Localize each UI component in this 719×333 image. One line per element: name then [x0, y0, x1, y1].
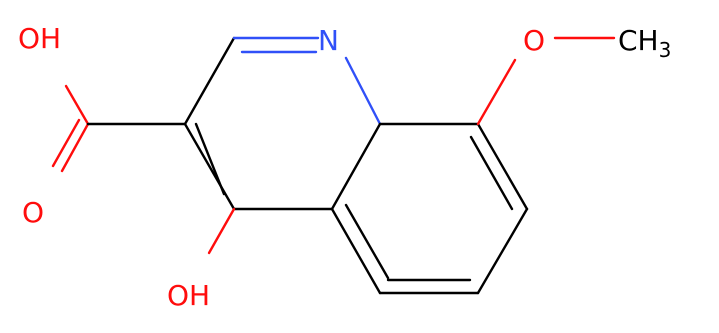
bond-c-o-double-1 [60, 122, 90, 173]
bond-c3-c2 [183, 36, 236, 126]
bond-c8a-c4a [330, 122, 382, 211]
methyl-subscript: 3 [659, 38, 672, 62]
carbonyl-o-label: O [22, 196, 44, 229]
bond-c8-c7-inner [469, 135, 514, 211]
bond-c8-o [476, 58, 517, 126]
bond-c7-c6 [476, 207, 529, 295]
ring-n-label: N [318, 24, 339, 57]
bond-c4-c3 [183, 122, 236, 211]
bond-n-c8a [344, 56, 382, 126]
methyl-label: CH3 [618, 24, 671, 62]
bond-c5-c4a-inner [344, 203, 390, 280]
methoxy-o-label: O [523, 24, 545, 57]
hydroxy-oh-label: OH [167, 279, 210, 312]
bond-c-oh [64, 84, 90, 126]
carboxyl-oh-label: OH [18, 22, 61, 55]
bond-c8-c7 [476, 122, 529, 211]
bond-c4-c3-inner [194, 122, 226, 196]
bond-c-o-double-2 [51, 118, 81, 168]
bond-c5-c4a [330, 207, 382, 295]
bond-c4-oh [207, 207, 236, 255]
